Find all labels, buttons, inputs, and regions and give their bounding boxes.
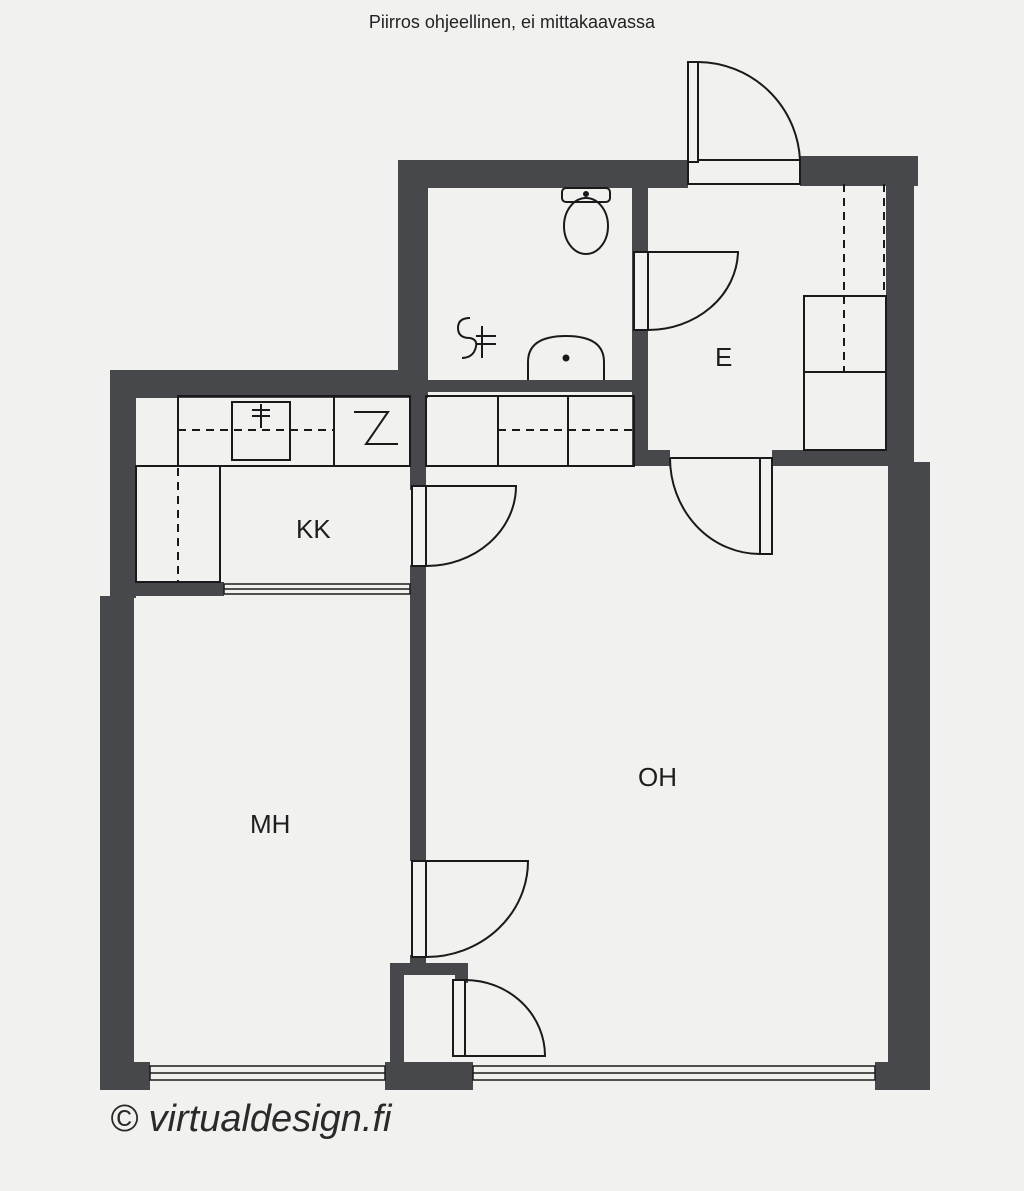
windows: [149, 583, 876, 1081]
kitchen-counters: [135, 395, 635, 583]
hall-door: [669, 457, 773, 556]
doors: [411, 61, 801, 1057]
wc-door: [633, 251, 740, 331]
interior-walls: [136, 184, 888, 1068]
room-label-e: E: [715, 342, 732, 372]
plan-caption: Piirros ohjeellinen, ei mittakaavassa: [368, 12, 656, 32]
hall-wardrobes: [803, 184, 887, 451]
kitchen-door: [411, 485, 518, 567]
exterior-walls: [100, 156, 930, 1090]
toilet: [561, 187, 611, 255]
shower-icon: [456, 317, 496, 359]
room-label-oh: OH: [638, 762, 677, 792]
entrance-door: [687, 61, 801, 185]
copyright-text: © virtualdesign.fi: [110, 1098, 392, 1140]
washbasin: [527, 334, 605, 380]
closet-door: [452, 979, 547, 1057]
bedroom-door: [411, 860, 530, 958]
room-label-mh: MH: [250, 809, 290, 839]
room-label-kk: KK: [296, 514, 331, 544]
